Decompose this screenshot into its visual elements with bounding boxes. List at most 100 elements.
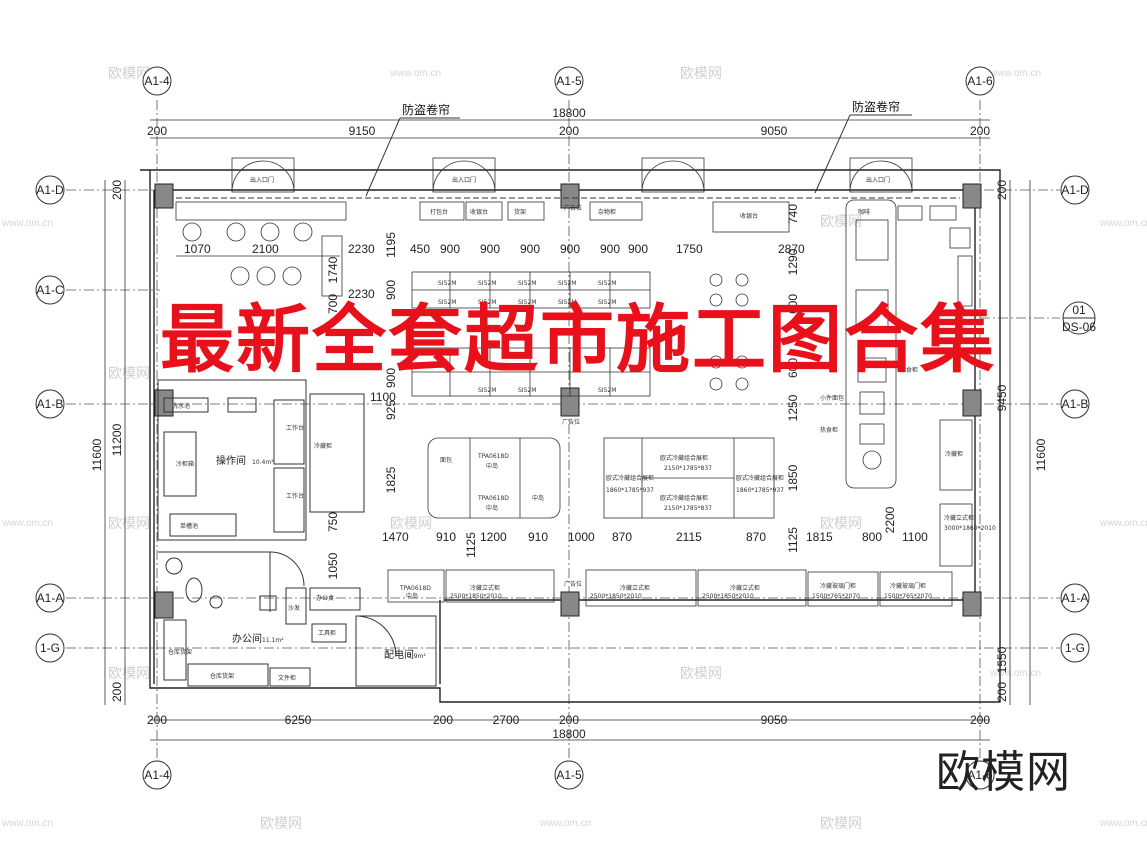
columns: [154, 183, 982, 619]
watermark: 欧模网: [680, 666, 722, 682]
dim: 200: [110, 682, 124, 702]
desk-label: 办公桌: [316, 594, 334, 602]
svg-text:A1-D: A1-D: [36, 183, 64, 197]
dim: 800: [862, 530, 882, 544]
dim: 200: [147, 713, 167, 727]
watermark: 欧模网: [390, 516, 432, 532]
cashier-label: 收银台: [470, 208, 488, 216]
grid-bubble: A1-B: [35, 389, 65, 419]
dim: 1125: [786, 527, 800, 553]
shelf-labels: SI52M SI52M SI52M SI52M SI52M SI52M SI52…: [438, 280, 616, 394]
entrance-label: 出入口门: [866, 176, 890, 184]
combo-label: 欧式冷藏组合展柜: [660, 454, 708, 462]
shelf-tag: SI52M: [598, 387, 616, 394]
storage-label: 仓库货架: [168, 648, 192, 656]
fresh-spec: 2500*1850*2010: [590, 593, 642, 600]
combo-right-label: 欧式冷藏组合展柜: [736, 474, 784, 482]
left-vertical-dims: 1195 900 900 925 1825 750 1050: [326, 232, 398, 580]
side-dimensions: 11600 11200 200 200 11600 200 9450 1550 …: [90, 180, 1048, 702]
bottom-fridges: [387, 569, 953, 607]
storage-label: 仓库货架: [210, 672, 234, 680]
office-title: 办公间: [232, 632, 262, 645]
dim: 9050: [761, 713, 788, 727]
grid-bubbles: A1-4 A1-5 A1-6 A1-4 A1-5 A1-6 A1-D A1-C …: [35, 66, 1090, 790]
shelf-label: 货架: [514, 208, 526, 216]
island-label: 中岛: [406, 592, 418, 600]
dim-2870: 2870: [778, 242, 805, 256]
hotfood-label: 热食柜: [900, 366, 918, 374]
workstation-label: 工具柜: [318, 629, 336, 637]
dim: 1850: [786, 464, 800, 491]
svg-text:A1-6: A1-6: [967, 74, 993, 88]
dim: 2230: [348, 287, 375, 301]
svg-text:01: 01: [1072, 303, 1086, 317]
dim-left-inner: 11200: [110, 423, 124, 456]
watermark: 欧模网: [108, 66, 150, 82]
watermark-url: www.om.cn: [989, 68, 1041, 79]
island-label: 中岛: [532, 494, 544, 502]
dim: 1125: [464, 532, 478, 558]
print-label: 打包台: [430, 208, 448, 216]
watermark-url: www.om.cn: [1099, 218, 1147, 229]
dim: 200: [110, 180, 124, 200]
dim: 1750: [676, 242, 703, 256]
dim: 1825: [384, 466, 398, 493]
watermark: 欧模网: [820, 516, 862, 532]
dim-top-total: 18800: [552, 106, 586, 120]
svg-text:1-G: 1-G: [1065, 641, 1085, 655]
door-fridge-label: 冷藏玻璃门柜: [890, 582, 926, 590]
dim: 2115: [676, 530, 702, 544]
seating-area: [175, 201, 347, 297]
dim: 900: [440, 242, 460, 256]
service-counter: [845, 199, 973, 567]
door-fridge-label: 冷藏玻璃门柜: [820, 582, 856, 590]
watermark-url: www.om.cn: [1099, 518, 1147, 529]
combo-left-spec: 1860*1785*937: [606, 487, 654, 494]
dim: 600: [786, 294, 800, 314]
fridge-label: 冷柜箱: [176, 460, 194, 468]
watermark-url: www.om.cn: [1099, 818, 1147, 829]
dim: 1100: [370, 390, 396, 404]
dim: 900: [480, 242, 500, 256]
dim: 870: [612, 530, 632, 544]
ad-label: 广告位: [562, 418, 580, 426]
dim: 910: [436, 530, 456, 544]
watermark-url: www.om.cn: [1, 818, 53, 829]
shelf-tag: SI52M: [558, 299, 576, 306]
dim: 900: [520, 242, 540, 256]
watermark-url: www.om.cn: [1, 518, 53, 529]
dim: 6250: [285, 713, 312, 727]
shelf-tag: SI52M: [478, 280, 496, 287]
counter-label: 收银台: [740, 212, 758, 220]
grid-bubble: 1-G: [35, 633, 65, 663]
power-room-area: 2.9m²: [408, 653, 426, 660]
dim: 2200: [883, 506, 897, 533]
grid-bubble: A1-C: [35, 275, 65, 305]
dim: 900: [600, 242, 620, 256]
shelf-tag: SI52M: [598, 299, 616, 306]
fresh-label: 冷藏立式柜: [730, 584, 760, 592]
dim: 900: [560, 242, 580, 256]
row-900-dims: 450 900 900 900 900 900 900 1750 2870: [410, 242, 805, 256]
top-counters: [419, 201, 790, 233]
dim: 1070: [184, 242, 211, 256]
callouts: 防盗卷帘 防盗卷帘: [365, 99, 912, 197]
shelf-tag: SI52M: [518, 387, 536, 394]
fresh-label: 冷藏立式柜: [470, 584, 500, 592]
mid-row-dims: 1470 910 1200 910 1000 870 2115 870 1815…: [382, 530, 928, 544]
dim: 1200: [480, 530, 507, 544]
shelf-tag: SI52M: [438, 280, 456, 287]
watermark: 欧模网: [260, 816, 302, 832]
dim: 925: [384, 400, 398, 420]
dim: 1470: [382, 530, 409, 544]
watermark: 欧模网: [820, 214, 862, 230]
dim: 900: [384, 280, 398, 300]
snack-label: 小件面包: [820, 394, 844, 402]
door-fridge-spec: 1500*765*2070: [812, 593, 860, 600]
central-islands: [427, 437, 775, 519]
watermark-url: www.om.cn: [389, 68, 441, 79]
svg-text:A1-4: A1-4: [144, 74, 170, 88]
svg-text:A1-4: A1-4: [144, 768, 170, 782]
dim-left-total: 11600: [90, 438, 104, 471]
